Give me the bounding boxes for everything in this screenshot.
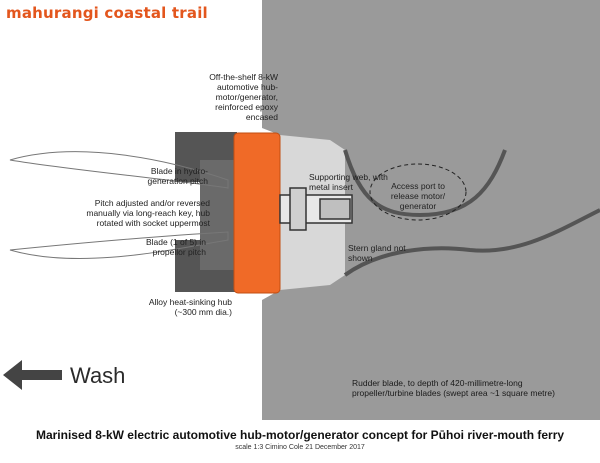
- label-web: Supporting web, with metal insert: [309, 172, 388, 192]
- diagram-caption: Marinised 8-kW electric automotive hub-m…: [35, 428, 565, 442]
- arrow-left-icon: [3, 360, 62, 390]
- shaft-nut: [319, 198, 351, 220]
- brand-title: mahurangi coastal trail: [6, 4, 208, 22]
- label-pitch: Pitch adjusted and/or reversed manually …: [86, 198, 210, 228]
- label-access-port: Access port to release motor/ generator: [390, 181, 446, 211]
- rudder-hull: [262, 0, 600, 420]
- access-port-outline: [369, 163, 467, 221]
- label-stern-gland: Stern gland not shown: [348, 243, 406, 263]
- hub-body: [200, 160, 240, 270]
- web-outline: [343, 149, 507, 218]
- label-hub: Alloy heat-sinking hub (~300 mm dia.): [148, 297, 232, 317]
- wash-label: Wash: [70, 363, 126, 388]
- blade-propellor: [9, 231, 229, 260]
- diagram-subcaption: scale 1:3 Cimino Cole 21 December 2017: [235, 444, 365, 451]
- motor-casing: [233, 132, 281, 294]
- label-rudder: Rudder blade, to depth of 420-millimetre…: [352, 378, 555, 398]
- shaft-collar: [289, 187, 307, 231]
- label-hydro-blade: Blade in hydro-generation pitch: [147, 166, 209, 186]
- label-prop-blade: Blade (1 of 5) in propellor pitch: [145, 237, 206, 257]
- label-motor: Off-the-shelf 8-kW automotive hub-motor/…: [209, 72, 278, 122]
- web-outline-lower: [343, 208, 600, 277]
- blade-hydro: [9, 151, 229, 189]
